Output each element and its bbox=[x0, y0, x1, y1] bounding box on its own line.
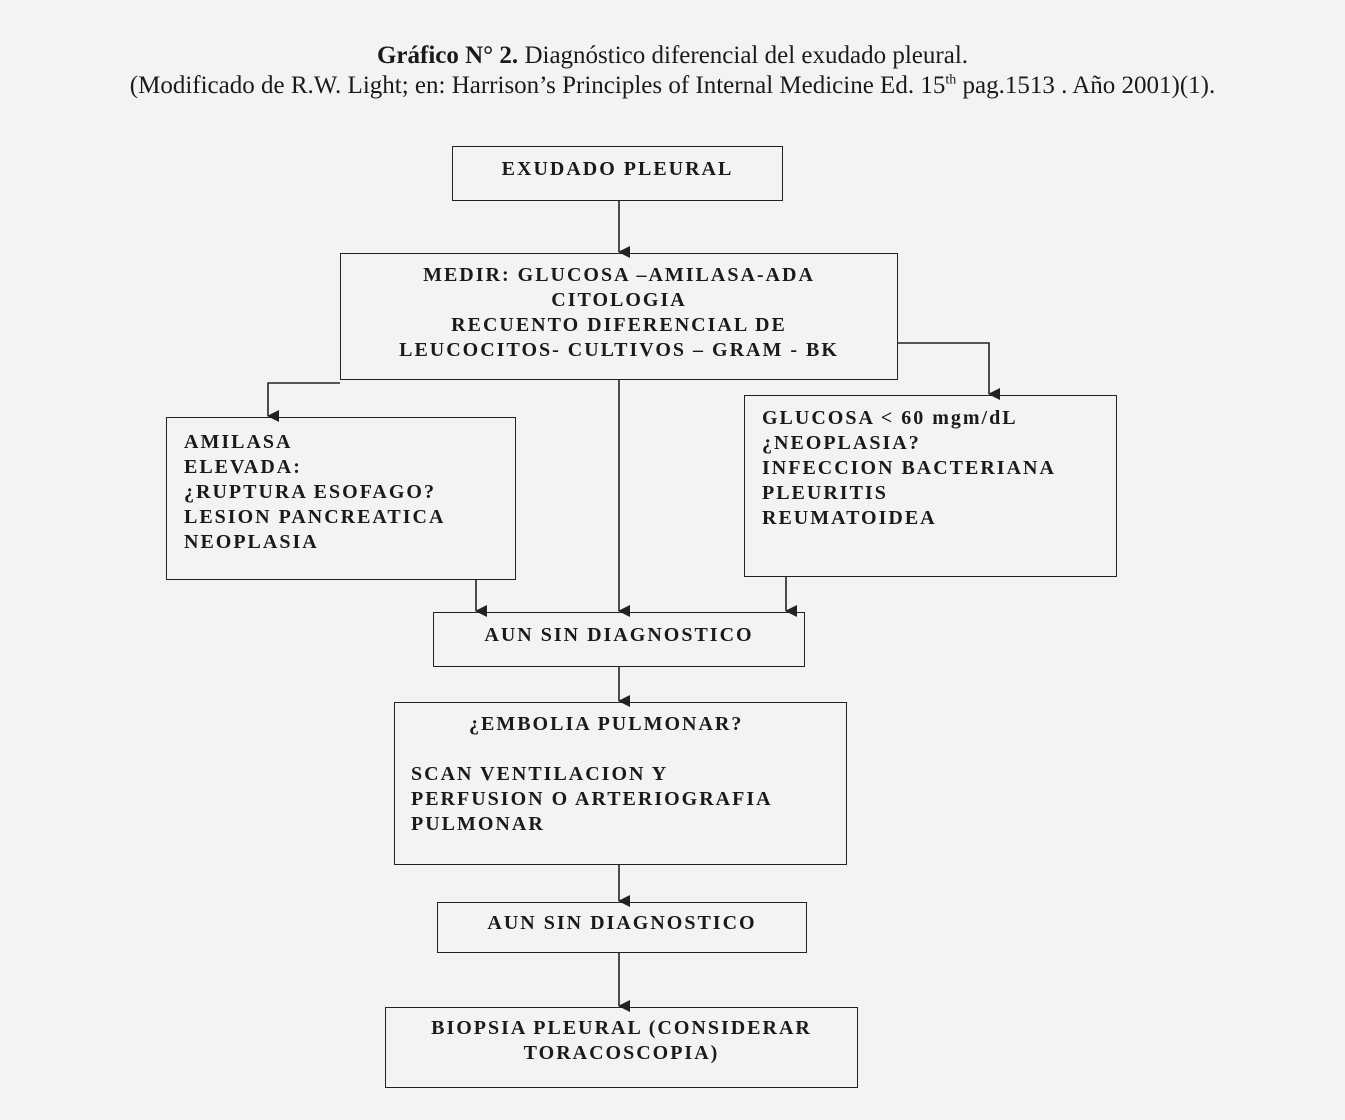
node-line: PULMONAR bbox=[411, 813, 545, 835]
arrow-medir-to-glucosa bbox=[898, 342, 1000, 400]
node-line: BIOPSIA PLEURAL (CONSIDERAR bbox=[431, 1017, 812, 1039]
figure-number: Gráfico N° 2. bbox=[376, 42, 519, 69]
node-line: PLEURITIS bbox=[762, 482, 888, 504]
node-line: TORACOSCOPIA) bbox=[523, 1042, 720, 1064]
node-line: SCAN VENTILACION Y bbox=[411, 763, 669, 785]
source-text-post: pag.1513 . Año 2001)(1). bbox=[956, 72, 1216, 99]
node-amilasa: AMILASA ELEVADA: ¿RUPTURA ESOFAGO? LESIO… bbox=[166, 417, 516, 580]
node-embolia: ¿EMBOLIA PULMONAR? SCAN VENTILACION Y PE… bbox=[394, 702, 847, 865]
node-line: AMILASA bbox=[184, 431, 293, 453]
node-line: AUN SIN DIAGNOSTICO bbox=[487, 912, 757, 934]
node-line: PERFUSION O ARTERIOGRAFIA bbox=[411, 788, 773, 810]
source-text-pre: (Modificado de R.W. Light; en: Harrison’… bbox=[129, 72, 946, 99]
node-spacer bbox=[411, 737, 846, 762]
node-aun-sin-diagnostico-1: AUN SIN DIAGNOSTICO bbox=[433, 612, 805, 667]
node-line: LEUCOCITOS- CULTIVOS – GRAM - BK bbox=[399, 339, 839, 361]
node-line: NEOPLASIA bbox=[184, 531, 319, 553]
node-line: ELEVADA: bbox=[184, 456, 302, 478]
node-line: AUN SIN DIAGNOSTICO bbox=[484, 624, 754, 646]
node-line: CITOLOGIA bbox=[551, 289, 687, 311]
node-line: MEDIR: GLUCOSA –AMILASA-ADA bbox=[423, 264, 815, 286]
node-line: RECUENTO DIFERENCIAL DE bbox=[451, 314, 787, 336]
node-biopsia: BIOPSIA PLEURAL (CONSIDERAR TORACOSCOPIA… bbox=[385, 1007, 858, 1088]
node-aun-sin-diagnostico-2: AUN SIN DIAGNOSTICO bbox=[437, 902, 807, 953]
node-line: GLUCOSA < 60 mgm/dL bbox=[762, 407, 1018, 429]
node-line: ¿RUPTURA ESOFAGO? bbox=[184, 481, 436, 503]
node-line: REUMATOIDEA bbox=[762, 507, 937, 529]
node-glucosa: GLUCOSA < 60 mgm/dL ¿NEOPLASIA? INFECCIO… bbox=[744, 395, 1117, 577]
figure-title: Gráfico N° 2. Diagnóstico diferencial de… bbox=[0, 42, 1345, 70]
node-line: INFECCION BACTERIANA bbox=[762, 457, 1056, 479]
arrow-medir-to-amilasa bbox=[267, 382, 340, 422]
node-line: EXUDADO PLEURAL bbox=[501, 158, 734, 180]
node-exudado-pleural: EXUDADO PLEURAL bbox=[452, 146, 783, 201]
node-line: LESION PANCREATICA bbox=[184, 506, 446, 528]
figure-source: (Modificado de R.W. Light; en: Harrison’… bbox=[0, 72, 1345, 100]
node-line: ¿NEOPLASIA? bbox=[762, 432, 921, 454]
node-line: ¿EMBOLIA PULMONAR? bbox=[469, 713, 744, 735]
node-medir: MEDIR: GLUCOSA –AMILASA-ADA CITOLOGIA RE… bbox=[340, 253, 898, 380]
figure-caption: Diagnóstico diferencial del exudado pleu… bbox=[518, 42, 969, 69]
source-superscript: th bbox=[945, 72, 957, 88]
